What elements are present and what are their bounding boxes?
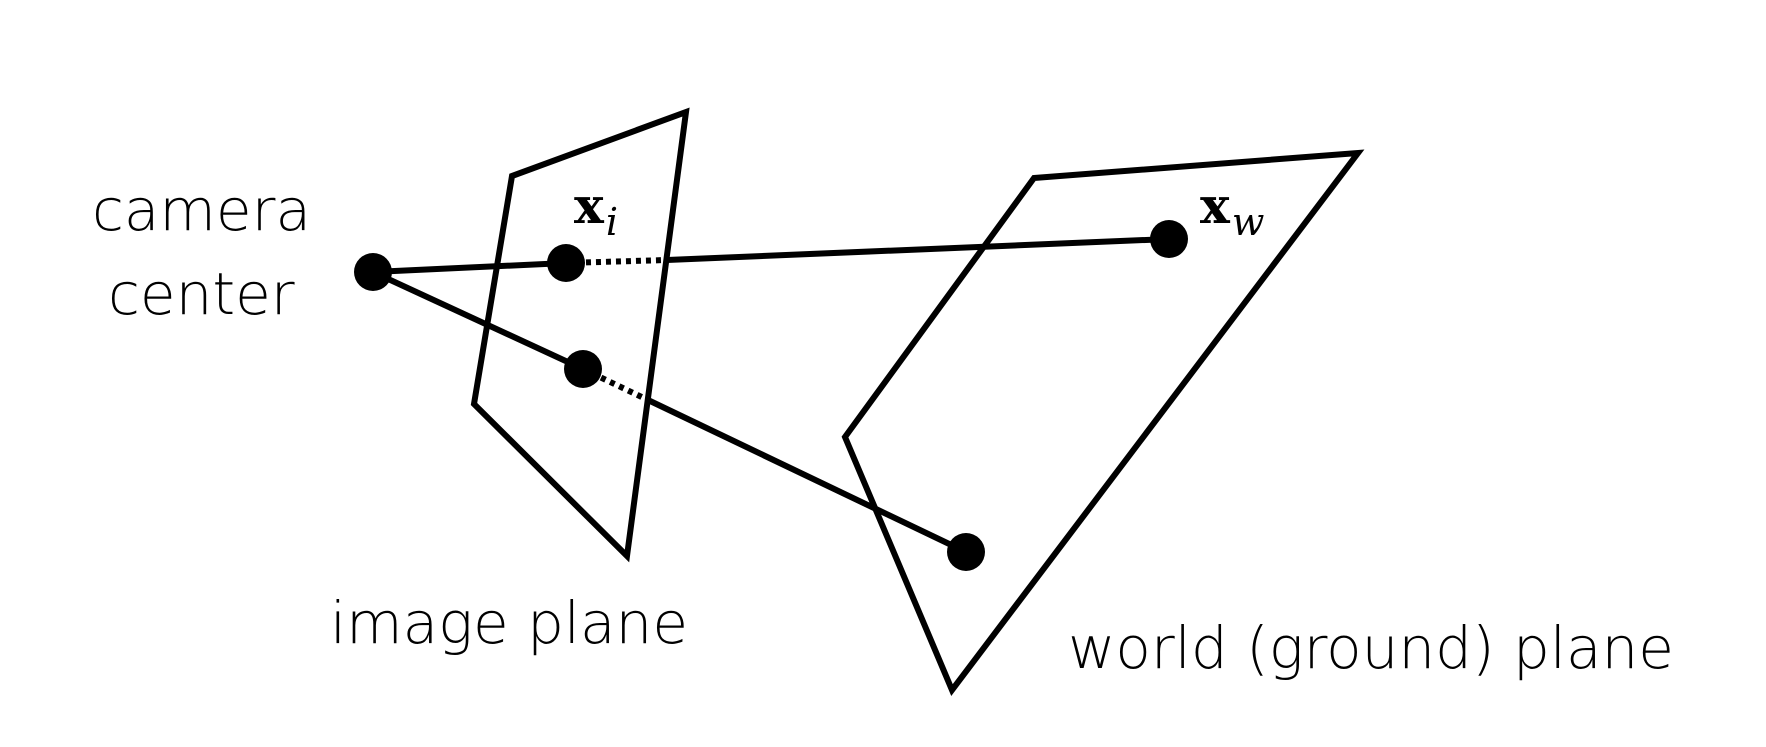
xi-label: xi	[574, 176, 618, 244]
xw-label-base: x	[1200, 176, 1231, 235]
world-plane-label: world (ground) plane	[1068, 614, 1674, 682]
ray-upper-hidden	[565, 257, 668, 266]
xw-label: xw	[1200, 176, 1264, 244]
camera-label-line1: camera	[92, 176, 311, 244]
xw-label-sub: w	[1232, 200, 1265, 244]
world-plane-shape	[841, 149, 1365, 696]
world-point-xw	[1150, 220, 1188, 258]
image-plane-label: image plane	[330, 589, 688, 657]
ray-upper-back	[666, 236, 1170, 263]
camera-label-line2: center	[108, 260, 295, 328]
ray-lower-back	[646, 397, 968, 555]
world-point-lower	[947, 533, 985, 571]
image-point-xi	[547, 244, 585, 282]
ray-lower-front	[371, 269, 585, 372]
xi-label-sub: i	[606, 200, 618, 244]
camera-center-point	[354, 253, 392, 291]
xi-label-base: x	[574, 176, 605, 235]
image-point-lower	[564, 350, 602, 388]
ray-upper-front	[372, 260, 567, 275]
image-plane-shape	[470, 107, 690, 563]
